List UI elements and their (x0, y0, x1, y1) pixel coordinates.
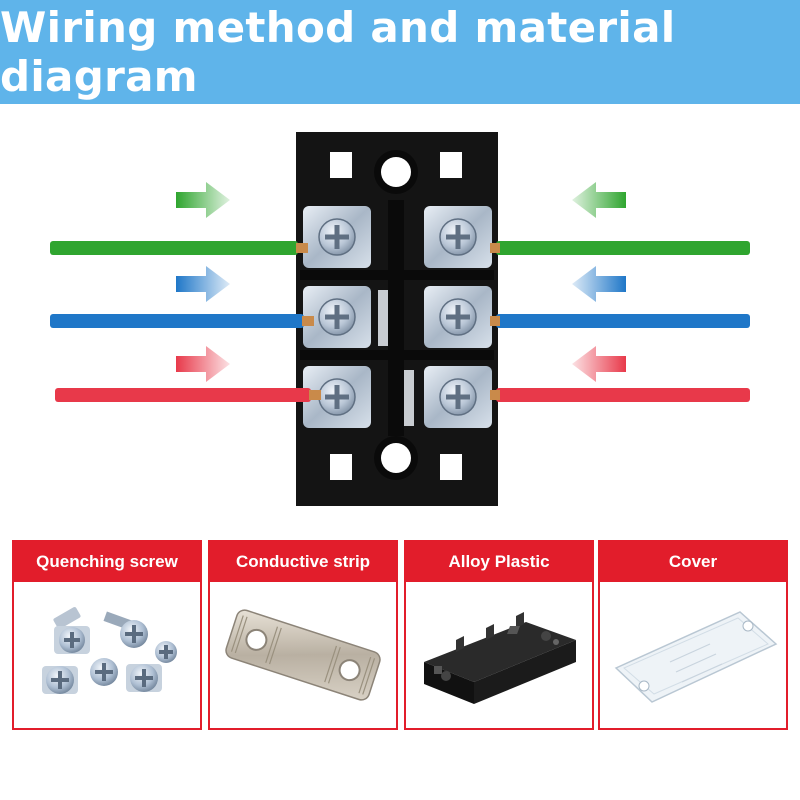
material-card-quenching-screw: Quenching screw (12, 540, 202, 730)
material-label: Cover (600, 542, 786, 582)
green-wire-right (496, 241, 750, 255)
green-wire-left (50, 241, 298, 255)
material-label: Quenching screw (14, 542, 200, 582)
screw-heads (318, 218, 477, 416)
wires (50, 241, 750, 402)
title-banner: Wiring method and material diagram (0, 0, 800, 104)
material-label: Conductive strip (210, 542, 396, 582)
arrow-left-green (572, 182, 626, 218)
blue-wire-right (496, 314, 750, 328)
transparent-cover-icon (614, 611, 778, 703)
plastic-block-icon (424, 612, 576, 704)
direction-arrows (176, 182, 626, 382)
page-title: Wiring method and material diagram (0, 3, 676, 101)
arrow-right-blue (176, 266, 230, 302)
screw-pile-icon (42, 607, 177, 694)
arrow-left-blue (572, 266, 626, 302)
red-wire-left (55, 388, 311, 402)
red-wire-right (496, 388, 750, 402)
metal-strip-icon (225, 609, 381, 701)
arrow-right-red (176, 346, 230, 382)
material-card-cover: Cover (598, 540, 788, 730)
arrow-right-green (176, 182, 230, 218)
wiring-diagram (50, 132, 750, 506)
material-label: Alloy Plastic (406, 542, 592, 582)
arrow-left-red (572, 346, 626, 382)
material-card-conductive-strip: Conductive strip (208, 540, 398, 730)
blue-wire-left (50, 314, 304, 328)
material-cards: Quenching screw Conductive strip (0, 540, 800, 790)
material-card-alloy-plastic: Alloy Plastic (404, 540, 594, 730)
